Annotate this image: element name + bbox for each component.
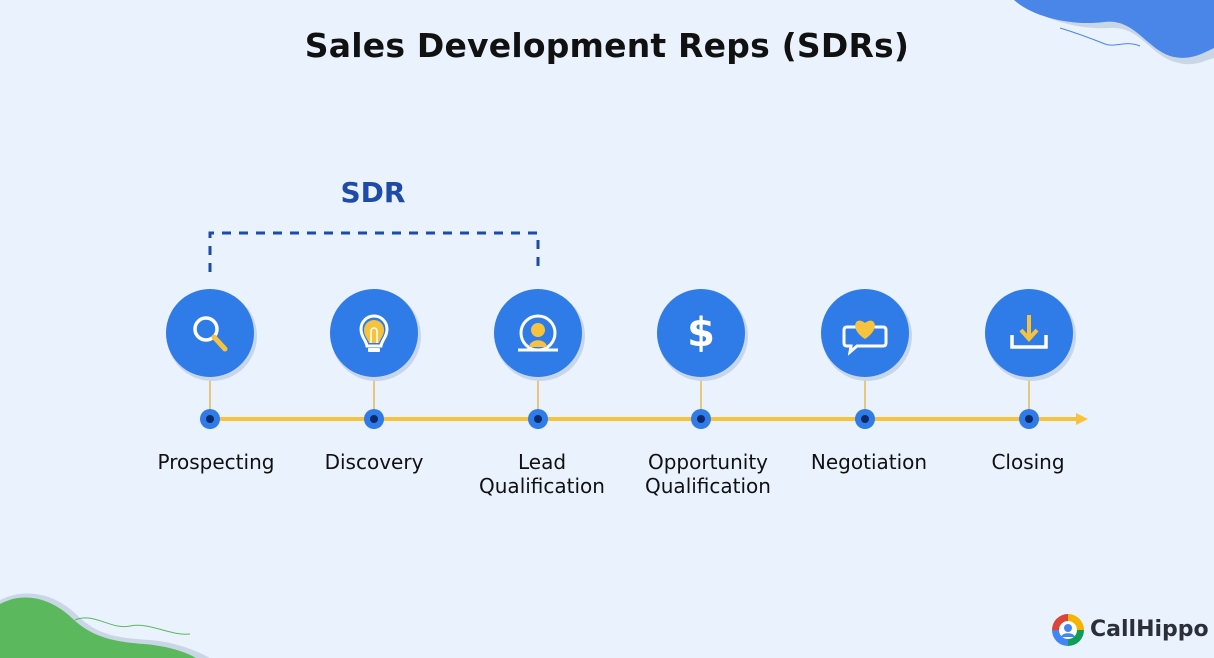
step-label-prospecting: Prospecting <box>157 450 275 474</box>
step-circle-prospecting <box>166 289 254 377</box>
step-label-lead-qualification: Lead Qualification <box>479 450 605 498</box>
step-label-negotiation: Negotiation <box>810 450 928 474</box>
timeline-node-dot-opportunity-qualification <box>697 415 705 423</box>
svg-text:$: $ <box>687 310 715 356</box>
brand-name: CallHippo <box>1090 617 1209 642</box>
dollar-icon: $ <box>687 310 715 356</box>
person-target-icon <box>518 314 558 352</box>
magnifier-icon <box>193 316 228 352</box>
timeline-node-dot-negotiation <box>861 415 869 423</box>
timeline-arrowhead <box>1076 413 1088 425</box>
timeline-node-dot-discovery <box>370 415 378 423</box>
sdr-bracket-label: SDR <box>340 176 406 209</box>
step-circle-opportunity-qualification <box>657 289 745 377</box>
sdr-bracket <box>208 231 540 272</box>
top-right-blob <box>1014 0 1214 65</box>
timeline-node-dot-closing <box>1025 415 1033 423</box>
callhippo-logo-icon <box>1052 614 1084 646</box>
download-tray-icon <box>1010 315 1048 349</box>
timeline-node-dot-prospecting <box>206 415 214 423</box>
page-title: Sales Development Reps (SDRs) <box>304 26 910 65</box>
lightbulb-icon <box>359 314 389 352</box>
brand-logo: CallHippo <box>1050 612 1210 648</box>
bottom-left-blob <box>0 593 210 658</box>
timeline-node-dot-lead-qualification <box>534 415 542 423</box>
step-label-closing: Closing <box>991 450 1065 474</box>
step-label-discovery: Discovery <box>324 450 424 474</box>
step-label-opportunity-qualification: Opportunity Qualification <box>645 450 771 498</box>
heart-chat-icon <box>842 320 888 356</box>
